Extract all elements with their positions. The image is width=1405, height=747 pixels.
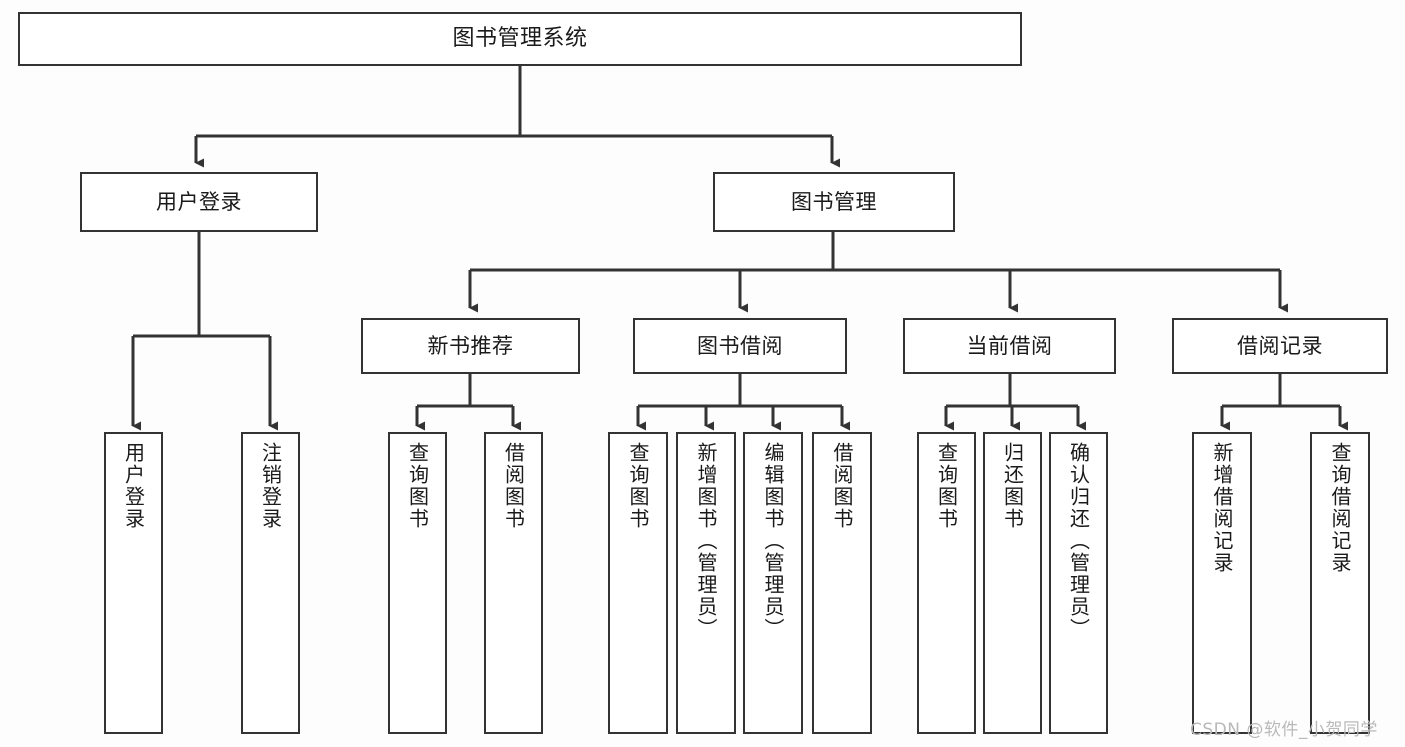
node-label: 编辑图书（管理员） (761, 442, 785, 640)
node-label: 用户登录 (156, 189, 242, 214)
node-label: 查询图书 (405, 442, 430, 530)
node-label: 图书管理 (791, 189, 877, 214)
node-label: 注销登录 (258, 442, 283, 530)
leaf-borrow-book-recommend[interactable]: 借阅图书 (484, 432, 543, 734)
node-label: 用户登录 (121, 442, 146, 530)
leaf-add-borrow-record[interactable]: 新增借阅记录 (1192, 432, 1252, 734)
node-label: 查询借阅记录 (1328, 442, 1352, 574)
node-root-book-management-system[interactable]: 图书管理系统 (18, 12, 1022, 66)
node-label: 确认归还（管理员） (1066, 442, 1091, 640)
node-current-borrow[interactable]: 当前借阅 (903, 318, 1116, 374)
node-label: 借阅图书 (501, 442, 526, 530)
node-label: 查询图书 (626, 442, 650, 530)
node-user-login[interactable]: 用户登录 (80, 172, 318, 232)
leaf-edit-book-admin[interactable]: 编辑图书（管理员） (743, 432, 803, 734)
node-label: 图书借阅 (697, 333, 783, 358)
node-borrow-record[interactable]: 借阅记录 (1172, 318, 1388, 374)
node-book-management[interactable]: 图书管理 (713, 172, 955, 232)
leaf-query-book-recommend[interactable]: 查询图书 (388, 432, 447, 734)
node-label: 新书推荐 (427, 333, 514, 358)
leaf-query-borrow-record[interactable]: 查询借阅记录 (1310, 432, 1370, 734)
node-label: 借阅记录 (1237, 333, 1323, 358)
node-label: 图书管理系统 (452, 26, 588, 52)
leaf-user-logout[interactable]: 注销登录 (241, 432, 300, 734)
node-label: 当前借阅 (966, 333, 1053, 358)
leaf-query-book-current[interactable]: 查询图书 (917, 432, 976, 734)
node-book-borrow[interactable]: 图书借阅 (633, 318, 847, 374)
node-label: 新增图书（管理员） (694, 442, 718, 640)
node-label: 归还图书 (1000, 442, 1025, 530)
leaf-query-book-borrow[interactable]: 查询图书 (608, 432, 668, 734)
csdn-watermark: CSDN @软件_小贺同学 (1190, 720, 1378, 740)
leaf-add-book-admin[interactable]: 新增图书（管理员） (676, 432, 736, 734)
leaf-borrow-book[interactable]: 借阅图书 (812, 432, 872, 734)
node-label: 新增借阅记录 (1210, 442, 1234, 574)
leaf-user-login[interactable]: 用户登录 (104, 432, 163, 734)
node-label: 查询图书 (934, 442, 959, 530)
node-label: 借阅图书 (830, 442, 854, 530)
leaf-confirm-return-admin[interactable]: 确认归还（管理员） (1049, 432, 1108, 734)
node-new-book-recommend[interactable]: 新书推荐 (361, 318, 580, 374)
leaf-return-book[interactable]: 归还图书 (983, 432, 1042, 734)
